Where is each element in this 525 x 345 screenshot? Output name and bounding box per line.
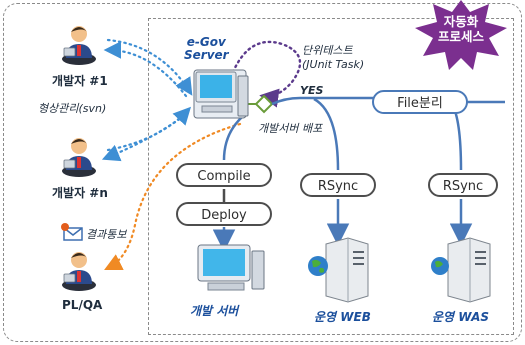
server-title-line-2: Server <box>184 48 229 62</box>
envelope-icon <box>61 223 83 241</box>
unit-test-loop <box>231 40 302 108</box>
developer-1-label: 개발자 #1 <box>52 74 108 88</box>
result-notice-label: 결과통보 <box>86 228 127 241</box>
arrow-dev1-to-server <box>106 38 193 96</box>
scm-label: 형상관리(svn) <box>38 102 107 115</box>
star-badge-icon <box>415 0 507 70</box>
person-icon <box>62 26 96 65</box>
server-title: e-Gov Server <box>184 36 229 62</box>
prod-was-label: 운영 WAS <box>432 310 489 324</box>
globe-icon <box>308 256 328 276</box>
server-title-line-1: e-Gov <box>186 35 226 49</box>
person-icon <box>62 138 96 177</box>
unit-test-line-1: 단위테스트 <box>302 44 353 57</box>
server-workstation-icon <box>193 69 249 119</box>
server-tower-icon <box>447 237 491 303</box>
arrow-server-to-plqa <box>104 122 242 270</box>
file-split-node: File분리 <box>372 90 468 114</box>
server-tower-icon <box>325 237 369 303</box>
rsync-web-node: RSync <box>300 173 376 197</box>
dev-server-label: 개발 서버 <box>190 304 239 318</box>
dev-server-deploy-label: 개발서버 배포 <box>258 122 323 135</box>
plqa-label: PL/QA <box>62 298 103 312</box>
badge-line-1: 자동화 <box>443 14 479 29</box>
yes-connector <box>271 96 378 106</box>
badge-line-2: 프로세스 <box>437 29 484 44</box>
branch-to-rsync-web <box>313 97 340 171</box>
compile-node: Compile <box>176 163 272 187</box>
rsync-was-node: RSync <box>428 173 498 197</box>
developer-n-label: 개발자 #n <box>52 186 108 200</box>
unit-test-line-2: (JUnit Task) <box>302 58 365 71</box>
globe-icon <box>431 257 449 275</box>
person-icon <box>62 252 96 291</box>
unit-test-label: 단위테스트 (JUnit Task) <box>302 44 364 72</box>
automation-badge-label: 자동화 프로세스 <box>413 14 509 44</box>
prod-web-label: 운영 WEB <box>314 310 371 324</box>
monitor-icon <box>197 244 265 291</box>
arrow-server-to-devn <box>101 114 186 162</box>
arrow-devn-to-server <box>106 106 192 152</box>
yes-label: YES <box>300 84 324 97</box>
arrow-server-to-dev1 <box>103 41 188 98</box>
diamond-decision-icon <box>254 94 274 114</box>
deploy-node: Deploy <box>176 202 272 226</box>
branch-to-compile <box>222 111 249 161</box>
